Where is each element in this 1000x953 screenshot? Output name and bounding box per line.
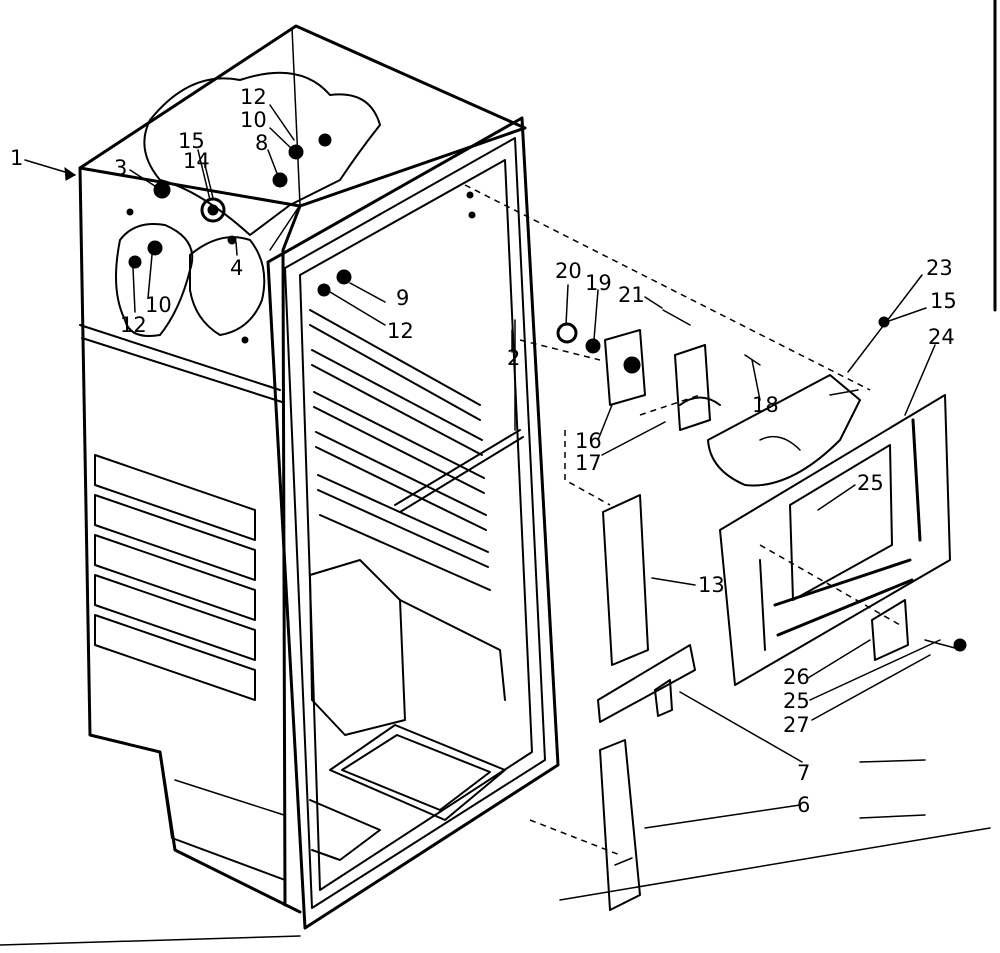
callout-16: 16 (575, 429, 602, 453)
callout-24: 24 (928, 325, 955, 349)
callout-6: 6 (797, 793, 810, 817)
fan-control-assembly (556, 309, 890, 487)
callout-19: 19 (585, 271, 612, 295)
callout-20: 20 (555, 259, 582, 283)
small-parts (126, 133, 476, 344)
callout-7: 7 (797, 761, 810, 785)
callout-9: 9 (396, 286, 409, 310)
cabinet-shell (78, 24, 527, 914)
door-frame (266, 116, 560, 930)
alignment-lines (464, 184, 901, 856)
callout-labels: 1 3 15 14 12 10 8 4 10 12 9 12 2 20 19 2… (10, 85, 957, 817)
callout-1: 1 (10, 146, 23, 170)
callout-27: 27 (783, 713, 810, 737)
callout-4: 4 (230, 256, 243, 280)
callout-18: 18 (752, 393, 779, 417)
callout-13: 13 (698, 573, 725, 597)
callout-15b: 15 (930, 289, 957, 313)
callout-12b: 12 (120, 313, 147, 337)
callout-26: 26 (783, 665, 810, 689)
callout-17: 17 (575, 451, 602, 475)
callout-3: 3 (114, 156, 127, 180)
callout-10: 10 (240, 108, 267, 132)
leader-lines (24, 104, 941, 829)
evaporator-panel (719, 394, 967, 686)
callout-12c: 12 (387, 319, 414, 343)
callout-8: 8 (255, 131, 268, 155)
callout-15: 15 (178, 129, 205, 153)
callout-25b: 25 (783, 689, 810, 713)
loose-panels (597, 494, 696, 911)
callout-10b: 10 (145, 293, 172, 317)
callout-2: 2 (507, 346, 520, 370)
callout-12: 12 (240, 85, 267, 109)
interior-liner (309, 309, 524, 861)
callout-23: 23 (926, 256, 953, 280)
callout-14: 14 (183, 149, 210, 173)
callout-25: 25 (857, 471, 884, 495)
callout-21: 21 (618, 283, 645, 307)
